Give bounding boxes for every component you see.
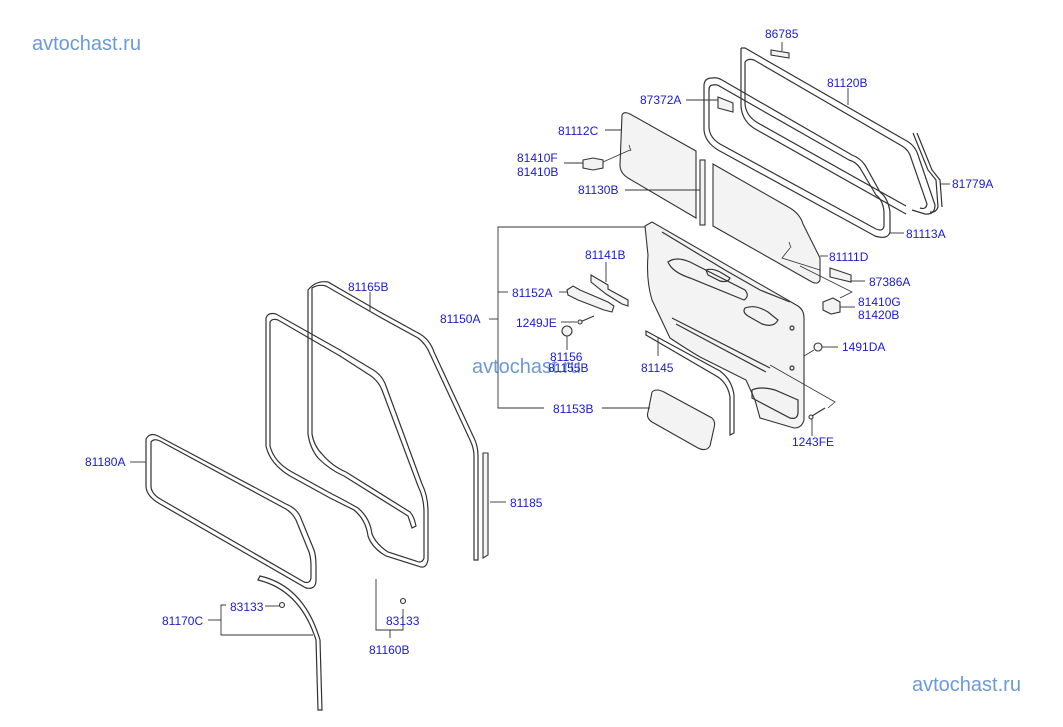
part-81185-channel — [482, 452, 506, 559]
part-81156-cap — [561, 325, 573, 350]
label-81410G: 81410G — [858, 295, 901, 309]
part-83133-clip-right — [399, 597, 407, 605]
label-81180A: 81180A — [85, 455, 125, 469]
part-81145-garnish — [645, 329, 735, 436]
label-86785: 86785 — [765, 27, 799, 41]
part-1249JE-screw — [561, 315, 595, 325]
label-81170C: 81170C — [162, 614, 203, 628]
label-87372A: 87372A — [640, 93, 681, 107]
watermark-top-left: avtochast.ru — [32, 33, 141, 55]
part-81153B-pocket — [602, 389, 716, 451]
part-81130B-division-channel — [625, 159, 706, 226]
part-81779A-weatherstrip — [912, 132, 950, 213]
label-1491DA: 1491DA — [842, 340, 885, 354]
part-81152A-handle — [559, 285, 615, 313]
label-81153B: 81153B — [553, 402, 593, 416]
label-81111D: 81111D — [829, 250, 869, 264]
watermark-bottom-right: avtochast.ru — [912, 674, 1021, 696]
label-81141B: 81141B — [585, 248, 625, 262]
label-81152A: 81152A — [512, 286, 552, 300]
label-81410F: 81410F — [517, 151, 558, 165]
label-81130B: 81130B — [578, 183, 618, 197]
label-81160B: 81160B — [369, 643, 409, 657]
label-81150A: 81150A — [440, 312, 480, 326]
part-81410F-clip — [564, 157, 604, 171]
part-1491DA-fastener — [803, 342, 838, 357]
part-81120B-run-channel — [740, 47, 936, 215]
label-81410B: 81410B — [517, 165, 558, 179]
label-81120B: 81120B — [827, 76, 867, 90]
part-87372A-pad — [686, 96, 734, 113]
label-1249JE: 1249JE — [516, 316, 557, 330]
label-83133-left: 83133 — [230, 600, 264, 614]
label-81420B: 81420B — [858, 308, 899, 322]
part-81160B-weatherstrip — [265, 312, 429, 638]
watermark-center: avtochast.ru — [472, 356, 581, 378]
part-83133-clip-left — [265, 601, 286, 609]
label-81155B: 81155B — [548, 361, 588, 375]
label-81185: 81185 — [510, 496, 543, 510]
part-81180A-weatherstrip — [130, 433, 317, 589]
label-81779A: 81779A — [952, 177, 993, 191]
label-81156: 81156 — [550, 350, 583, 364]
label-81145: 81145 — [641, 361, 674, 375]
label-81165B: 81165B — [348, 280, 388, 294]
label-81112C: 81112C — [558, 124, 599, 138]
part-door-trim-panel — [644, 221, 805, 429]
part-87386A-pad — [829, 267, 865, 283]
part-81113A-glass-run — [703, 77, 904, 238]
part-81112C-quarter-glass — [602, 112, 697, 219]
part-86785-pad — [770, 42, 790, 59]
assembly-81150A-bracket — [489, 226, 645, 409]
part-81410G-clip — [799, 265, 855, 315]
part-81111D-door-glass — [712, 163, 828, 284]
label-1243FE: 1243FE — [792, 435, 834, 449]
part-1243FE-screw — [769, 364, 836, 436]
part-81141B-bracket — [590, 262, 629, 307]
part-81170C-weatherstrip — [208, 575, 323, 711]
label-83133-right: 83133 — [386, 614, 420, 628]
label-87386A: 87386A — [869, 275, 910, 289]
label-81113A: 81113A — [906, 227, 946, 241]
part-81165B-weatherstrip — [307, 281, 479, 561]
